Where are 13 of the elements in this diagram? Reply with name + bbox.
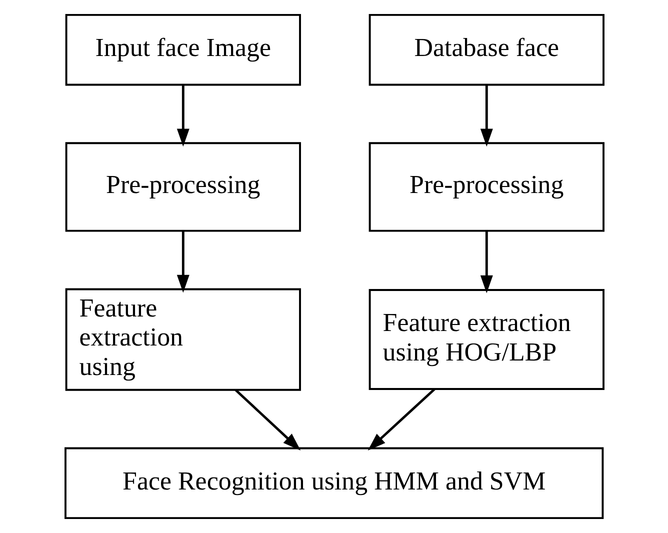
node-box: Face Recognition using HMM and SVM xyxy=(64,447,604,520)
node-box: Feature extraction using HOG/LBP xyxy=(368,289,604,390)
arrow xyxy=(176,231,189,293)
node-box: Feature extraction using xyxy=(64,288,300,391)
arrow xyxy=(367,388,435,450)
arrow xyxy=(176,85,189,147)
arrow xyxy=(480,231,492,294)
node-box: Input face Image xyxy=(64,14,300,86)
arrow xyxy=(480,85,492,147)
node-box: Pre-processing xyxy=(368,142,604,232)
arrow xyxy=(234,388,300,450)
node-box: Database face xyxy=(368,14,604,86)
node-box: Pre-processing xyxy=(64,142,300,232)
